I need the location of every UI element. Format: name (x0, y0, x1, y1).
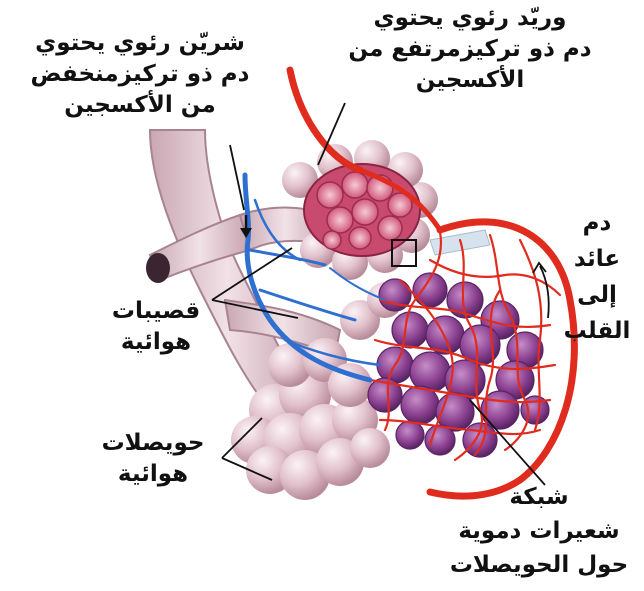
returning-blood-label: دم عائد إلى القلب (554, 205, 640, 349)
vein-label: وريّد رئوي يحتوي دم ذو تركيزمرتفع من الأ… (330, 3, 610, 96)
bronchioles-label: قصيبات هوائية (96, 296, 216, 358)
bronchiole-opening (146, 253, 170, 283)
alveoli-label: حويصلات هوائية (88, 428, 218, 490)
artery-label: شريّن رئوي يحتوي دم ذو تركيزمنخفض من الأ… (6, 28, 274, 121)
capillary-network-label: شبكة شعيرات دموية حول الحويصلات (440, 480, 638, 582)
